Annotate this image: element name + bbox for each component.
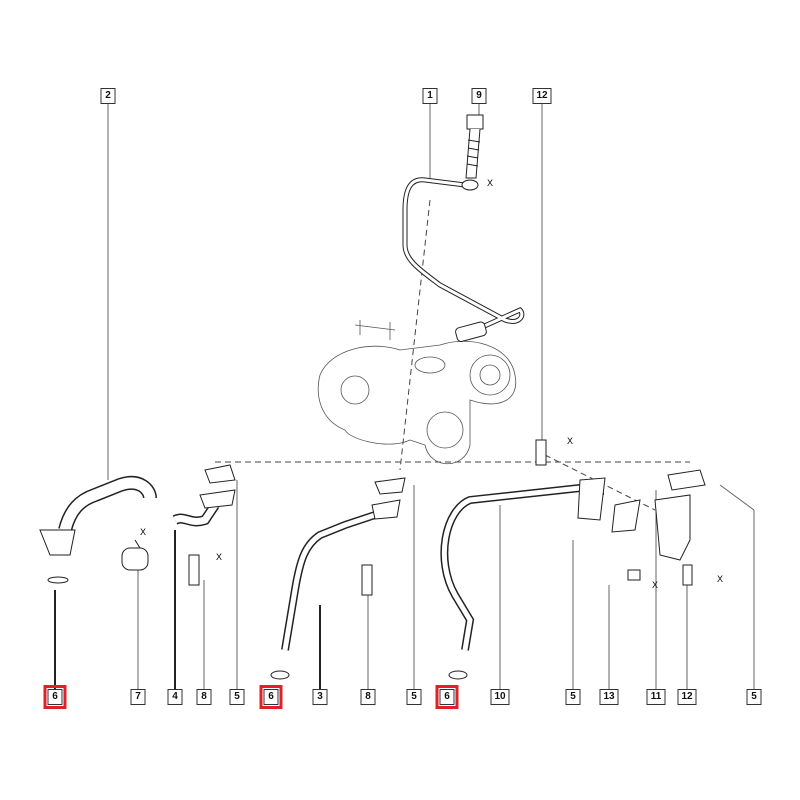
part-callout-12[interactable]: 12 <box>532 88 552 104</box>
axis-mark-x: X <box>652 580 659 590</box>
oil-feed-pipe <box>402 177 525 331</box>
part-callout-4[interactable]: 4 <box>167 689 183 705</box>
part-callout-5[interactable]: 5 <box>746 689 762 705</box>
part-callout-5[interactable]: 5 <box>229 689 245 705</box>
part-callout-7[interactable]: 7 <box>130 689 146 705</box>
part-callout-1[interactable]: 1 <box>422 88 438 104</box>
part-callout-2[interactable]: 2 <box>100 88 116 104</box>
part-callout-8[interactable]: 8 <box>360 689 376 705</box>
part-callout-8[interactable]: 8 <box>196 689 212 705</box>
hose-clamp <box>121 539 149 571</box>
part-callout-6-highlighted[interactable]: 6 <box>435 685 459 709</box>
axis-mark-x: X <box>567 436 574 446</box>
axis-mark-x: X <box>487 178 494 188</box>
part-callout-3[interactable]: 3 <box>312 689 328 705</box>
part-callout-5[interactable]: 5 <box>406 689 422 705</box>
leader-lines <box>54 103 755 689</box>
part-callout-5[interactable]: 5 <box>565 689 581 705</box>
part-callout-6-highlighted[interactable]: 6 <box>259 685 283 709</box>
part-callout-6-highlighted[interactable]: 6 <box>43 685 67 709</box>
banjo-bolt <box>461 114 484 191</box>
axis-mark-x: X <box>717 574 724 584</box>
part-callout-9[interactable]: 9 <box>471 88 487 104</box>
turbocharger <box>317 320 517 465</box>
axis-mark-x: X <box>216 552 223 562</box>
part-callout-13[interactable]: 13 <box>599 689 619 705</box>
axis-mark-x: X <box>140 527 147 537</box>
rubber-hose <box>172 502 220 527</box>
part-callout-12[interactable]: 12 <box>677 689 697 705</box>
part-callout-10[interactable]: 10 <box>490 689 510 705</box>
part-callout-11[interactable]: 11 <box>646 689 666 705</box>
